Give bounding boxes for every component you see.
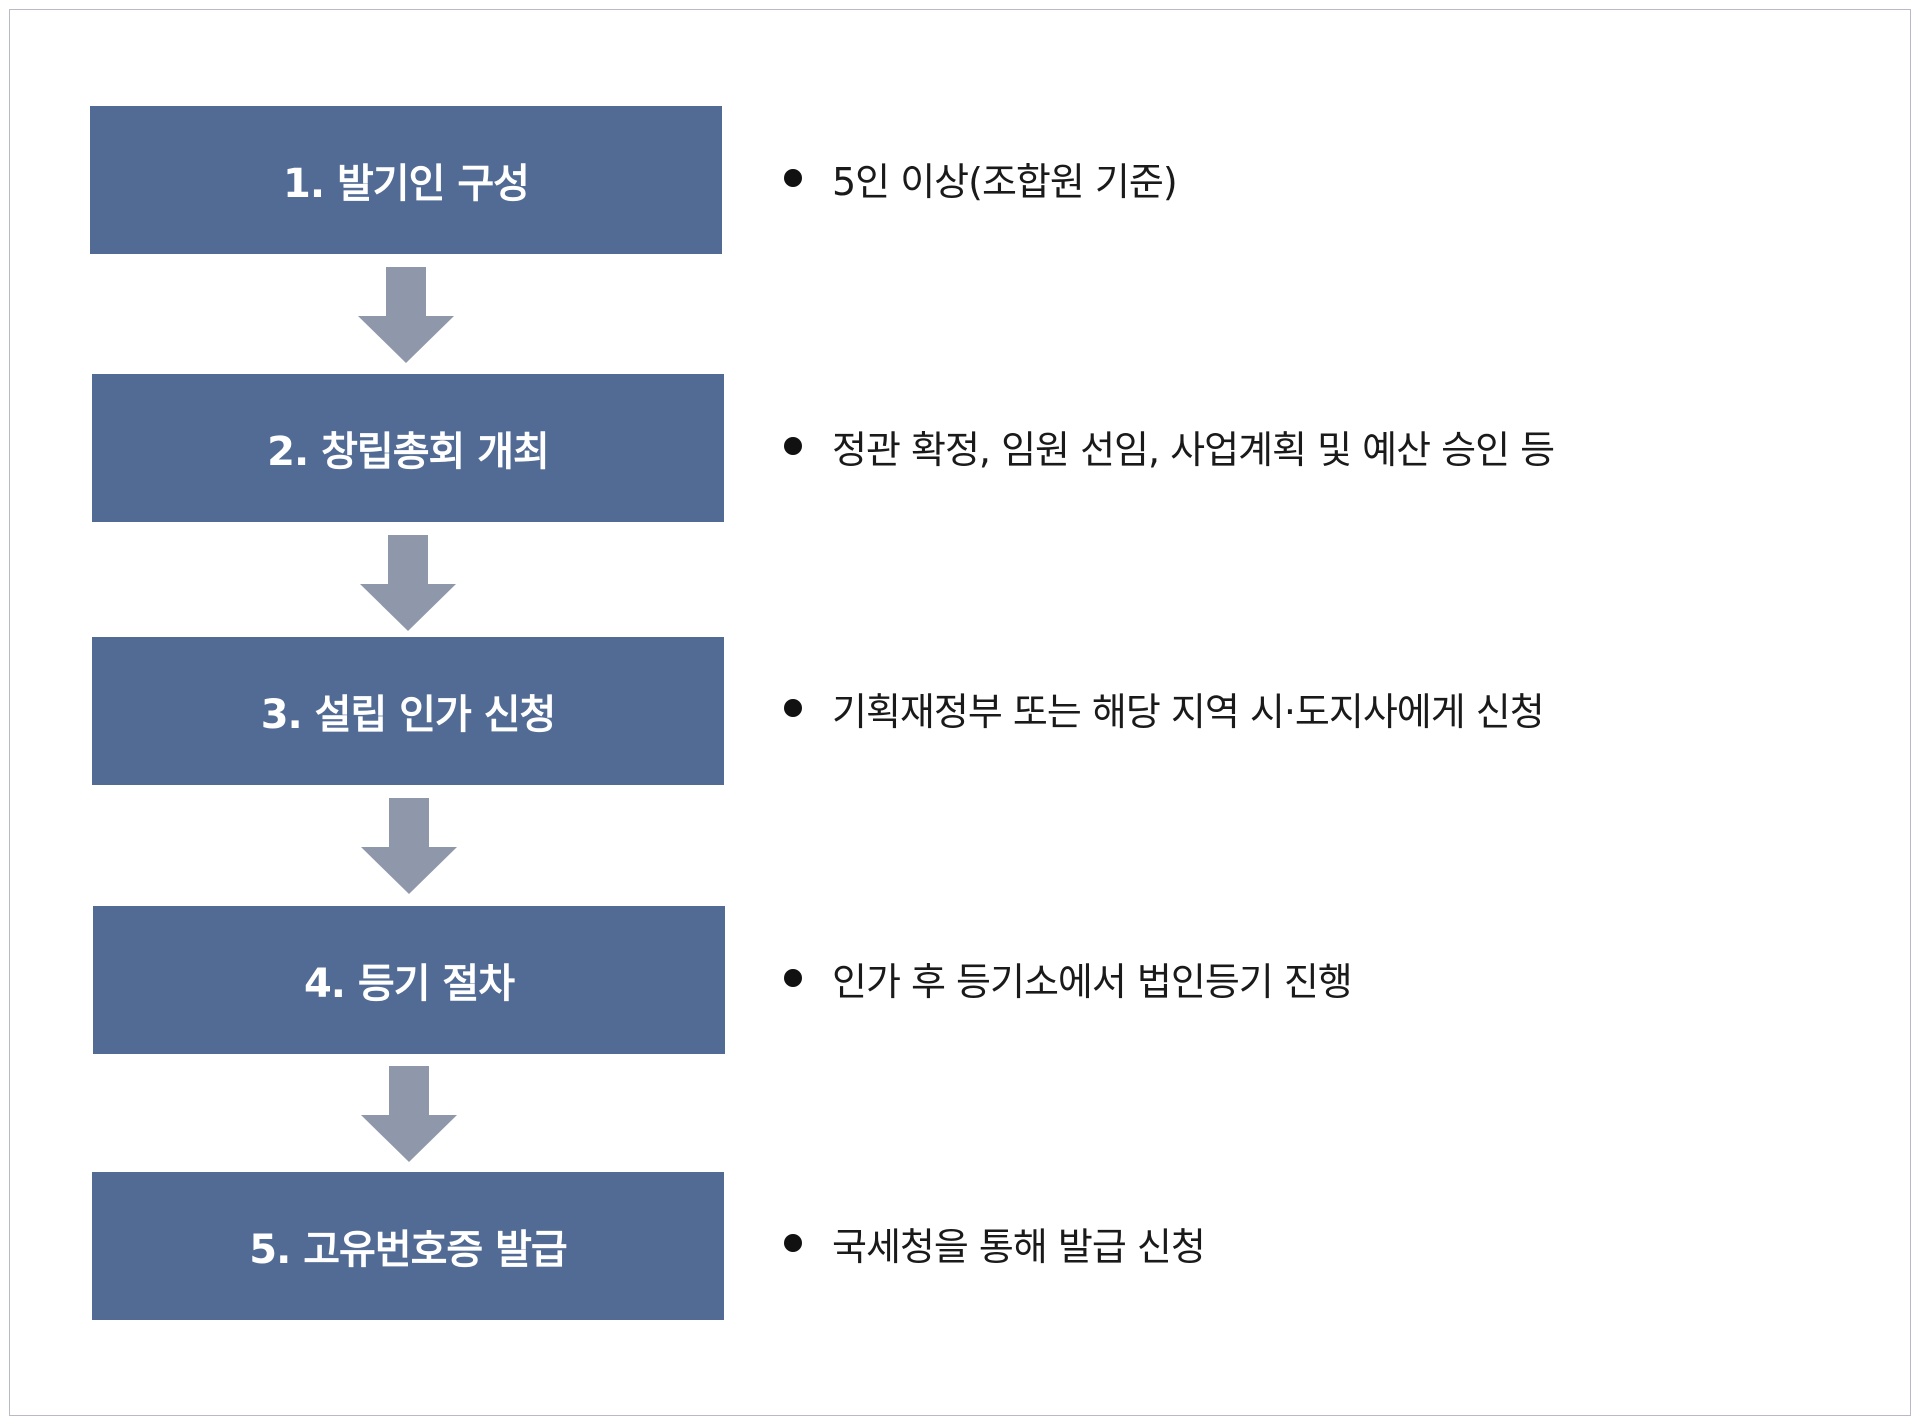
step-label-4: 4. 등기 절차: [303, 961, 515, 1007]
step-box-5: 5. 고유번호증 발급: [92, 1172, 724, 1320]
step-label-5: 5. 고유번호증 발급: [249, 1227, 567, 1273]
bullet-icon: [784, 969, 802, 987]
step-description-1: 5인 이상(조합원 기준): [784, 148, 1178, 208]
bullet-icon: [784, 699, 802, 717]
bullet-icon: [784, 169, 802, 187]
step-label-3: 3. 설립 인가 신청: [260, 692, 557, 738]
diagram-frame: 1. 발기인 구성 5인 이상(조합원 기준) 2. 창립총회 개최 정관 확정…: [9, 9, 1911, 1416]
step-box-3: 3. 설립 인가 신청: [92, 637, 724, 785]
step-description-text-2: 정관 확정, 임원 선임, 사업계획 및 예산 승인 등: [832, 427, 1555, 472]
step-description-5: 국세청을 통해 발급 신청: [784, 1213, 1206, 1273]
step-label-1: 1. 발기인 구성: [283, 161, 530, 207]
step-box-2: 2. 창립총회 개최: [92, 374, 724, 522]
step-box-4: 4. 등기 절차: [93, 906, 725, 1054]
down-arrow-icon: [360, 535, 456, 631]
step-description-text-5: 국세청을 통해 발급 신청: [832, 1224, 1206, 1269]
step-description-text-4: 인가 후 등기소에서 법인등기 진행: [832, 959, 1353, 1004]
step-description-4: 인가 후 등기소에서 법인등기 진행: [784, 948, 1353, 1008]
step-box-1: 1. 발기인 구성: [90, 106, 722, 254]
step-description-text-3: 기획재정부 또는 해당 지역 시·도지사에게 신청: [832, 689, 1545, 734]
down-arrow-icon: [358, 267, 454, 363]
down-arrow-icon: [361, 1066, 457, 1162]
step-description-3: 기획재정부 또는 해당 지역 시·도지사에게 신청: [784, 678, 1545, 738]
bullet-icon: [784, 1234, 802, 1252]
down-arrow-icon: [361, 798, 457, 894]
bullet-icon: [784, 437, 802, 455]
step-label-2: 2. 창립총회 개최: [267, 429, 550, 475]
step-description-text-1: 5인 이상(조합원 기준): [832, 159, 1178, 204]
step-description-2: 정관 확정, 임원 선임, 사업계획 및 예산 승인 등: [784, 416, 1555, 476]
